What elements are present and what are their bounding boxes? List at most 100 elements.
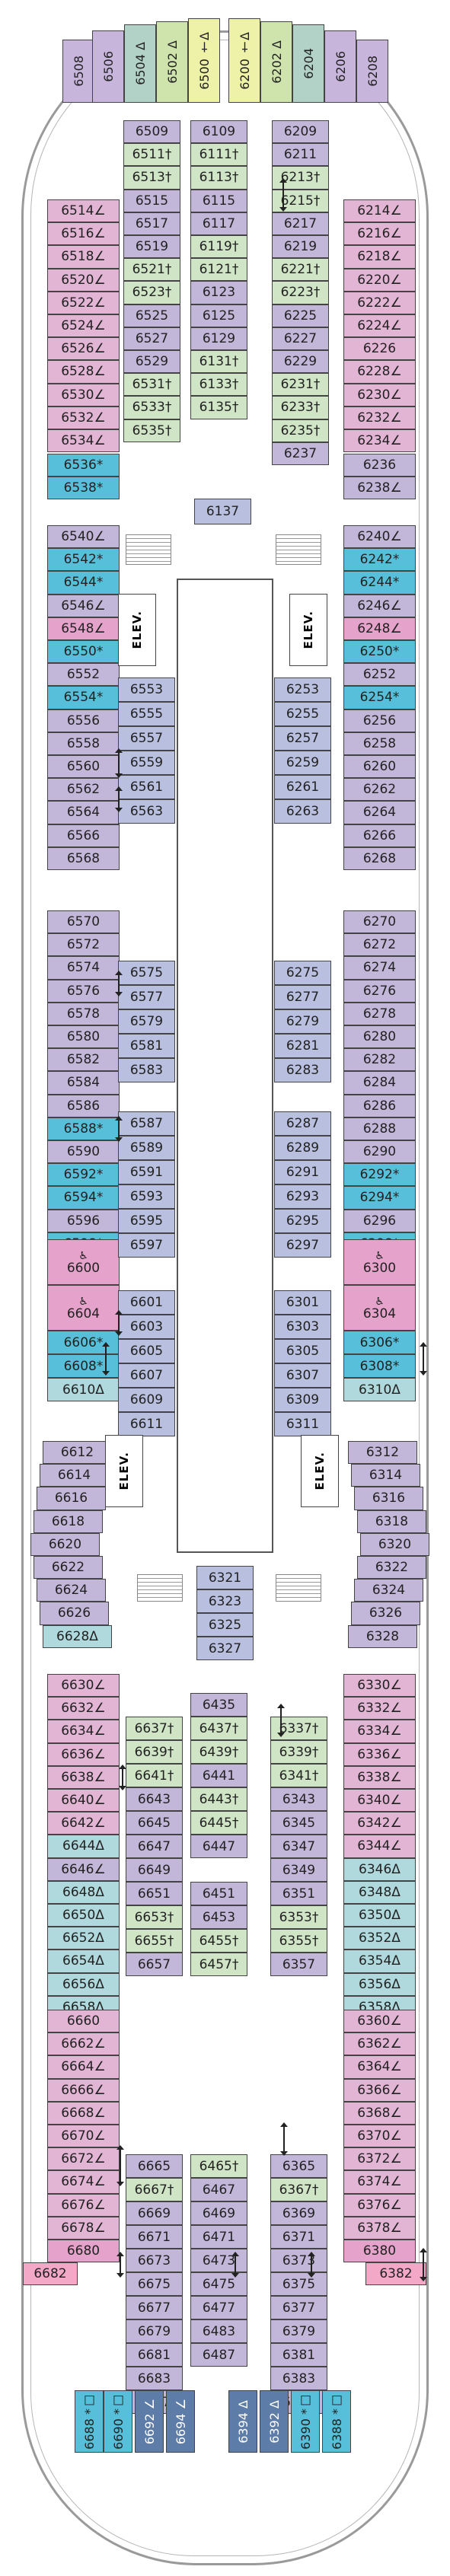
right-outer-cabin-6372[interactable]: 6372∠ (343, 2147, 416, 2171)
left-outer-cabin-6622[interactable]: 6622 (34, 1556, 103, 1580)
left-outer-cabin-6682[interactable]: 6682 (23, 2262, 78, 2286)
right-outer-cabin-6340[interactable]: 6340∠ (343, 1789, 416, 1812)
right-outer-cabin-6316[interactable]: 6316 (354, 1487, 423, 1510)
left-outer-cabin-6634[interactable]: 6634∠ (47, 1720, 120, 1743)
left-outer-cabin-6556[interactable]: 6556 (47, 709, 120, 732)
fwd-c-6237[interactable]: 6237 (272, 442, 329, 465)
aft-c-6345[interactable]: 6345 (270, 1811, 327, 1835)
right-outer-cabin-6284[interactable]: 6284 (343, 1071, 416, 1095)
center-cabin-6137[interactable]: 6137 (194, 499, 251, 524)
right-outer-cabin-6354[interactable]: 6354Δ (343, 1950, 416, 1973)
left-outer-cabin-6538[interactable]: 6538* (47, 477, 120, 500)
left-outer-cabin-6532[interactable]: 6532∠ (47, 406, 120, 429)
bow-cabin-6504[interactable]: 6504 Δ (124, 24, 156, 103)
inner-cabin-6601[interactable]: 6601 (118, 1290, 175, 1315)
aft-c-6353[interactable]: 6353† (270, 1905, 327, 1929)
fwd-c-6233[interactable]: 6233† (272, 396, 329, 419)
right-outer-cabin-6320[interactable]: 6320 (360, 1532, 429, 1556)
aft-low-a-6677[interactable]: 6677 (126, 2296, 183, 2319)
aft-low-b-6483[interactable]: 6483 (190, 2319, 247, 2343)
right-outer-cabin-6312[interactable]: 6312 (348, 1441, 417, 1465)
aft-a-6645[interactable]: 6645 (126, 1811, 183, 1835)
fwd-b-6131[interactable]: 6131† (190, 350, 247, 374)
left-outer-cabin-6590[interactable]: 6590 (47, 1140, 120, 1164)
stern-cabin-6390[interactable]: 6390 *□ (291, 2390, 320, 2453)
elevator-forward-left[interactable]: ELEV. (118, 594, 156, 666)
inner-cabin-6595[interactable]: 6595 (118, 1209, 175, 1233)
fwd-b-6119[interactable]: 6119† (190, 235, 247, 259)
right-outer-cabin-6288[interactable]: 6288 (343, 1117, 416, 1140)
left-outer-cabin-6542[interactable]: 6542* (47, 548, 120, 572)
fwd-a-6511[interactable]: 6511† (123, 143, 180, 167)
left-outer-cabin-6552[interactable]: 6552 (47, 663, 120, 687)
aft-c-6347[interactable]: 6347 (270, 1835, 327, 1858)
left-outer-cabin-6652[interactable]: 6652Δ (47, 1927, 120, 1950)
inner-cabin-6575[interactable]: 6575 (118, 961, 175, 985)
inner-cabin-6255[interactable]: 6255 (274, 702, 331, 726)
right-outer-cabin-6250[interactable]: 6250* (343, 640, 416, 664)
right-outer-cabin-6362[interactable]: 6362∠ (343, 2032, 416, 2056)
right-outer-cabin-6300[interactable]: ♿6300 (343, 1239, 416, 1285)
right-outer-cabin-6260[interactable]: 6260 (343, 755, 416, 779)
left-outer-cabin-6620[interactable]: 6620 (30, 1532, 100, 1556)
left-outer-cabin-6560[interactable]: 6560 (47, 755, 120, 779)
aft-low-c-6373[interactable]: 6373 (270, 2249, 327, 2272)
fwd-a-6535[interactable]: 6535† (123, 419, 180, 442)
left-outer-cabin-6592[interactable]: 6592* (47, 1163, 120, 1187)
bow-cabin-6502[interactable]: 6502 Δ (156, 21, 188, 103)
aft-b-6439[interactable]: 6439† (190, 1740, 247, 1764)
inner-cabin-6253[interactable]: 6253 (274, 677, 331, 702)
right-outer-cabin-6256[interactable]: 6256 (343, 709, 416, 732)
right-outer-cabin-6218[interactable]: 6218∠ (343, 245, 416, 269)
right-outer-cabin-6266[interactable]: 6266 (343, 824, 416, 847)
aft-low-c-6365[interactable]: 6365 (270, 2154, 327, 2178)
left-outer-cabin-6648[interactable]: 6648Δ (47, 1880, 120, 1904)
left-outer-cabin-6540[interactable]: 6540∠ (47, 525, 120, 549)
right-outer-cabin-6270[interactable]: 6270 (343, 910, 416, 934)
elevator-forward-right[interactable]: ELEV. (289, 594, 327, 666)
aft-low-a-6669[interactable]: 6669 (126, 2201, 183, 2225)
stern-cabin-6388[interactable]: 6388 *□ (322, 2390, 351, 2453)
left-outer-cabin-6650[interactable]: 6650Δ (47, 1904, 120, 1927)
left-outer-cabin-6644[interactable]: 6644Δ (47, 1835, 120, 1858)
right-outer-cabin-6268[interactable]: 6268 (343, 846, 416, 870)
aft-c-6357[interactable]: 6357 (270, 1953, 327, 1976)
right-outer-cabin-6292[interactable]: 6292* (343, 1163, 416, 1187)
left-outer-cabin-6666[interactable]: 6666∠ (47, 2078, 120, 2102)
fwd-c-6217[interactable]: 6217 (272, 212, 329, 235)
fwd-b-6123[interactable]: 6123 (190, 281, 247, 304)
fwd-c-6213[interactable]: 6213† (272, 166, 329, 190)
right-outer-cabin-6342[interactable]: 6342∠ (343, 1812, 416, 1835)
left-outer-cabin-6612[interactable]: 6612 (43, 1441, 112, 1465)
right-outer-cabin-6366[interactable]: 6366∠ (343, 2078, 416, 2102)
left-outer-cabin-6588[interactable]: 6588* (47, 1117, 120, 1140)
aft-low-c-6375[interactable]: 6375 (270, 2272, 327, 2296)
aft-low-c-6379[interactable]: 6379 (270, 2319, 327, 2343)
fwd-a-6523[interactable]: 6523† (123, 281, 180, 304)
aft-b-6447[interactable]: 6447 (190, 1835, 247, 1858)
aft-low-c-6377[interactable]: 6377 (270, 2296, 327, 2319)
stern-cabin-6690[interactable]: 6690 *□ (104, 2390, 132, 2453)
aft-low-c-6369[interactable]: 6369 (270, 2201, 327, 2225)
left-outer-cabin-6526[interactable]: 6526∠ (47, 337, 120, 361)
fwd-b-6117[interactable]: 6117 (190, 212, 247, 235)
stern-cabin-6692[interactable]: 6692 ∠ (135, 2390, 164, 2453)
inner-cabin-6581[interactable]: 6581 (118, 1034, 175, 1058)
left-outer-cabin-6574[interactable]: 6574 (47, 956, 120, 980)
fwd-c-6211[interactable]: 6211 (272, 143, 329, 167)
right-outer-cabin-6364[interactable]: 6364∠ (343, 2055, 416, 2079)
aft-low-b-6475[interactable]: 6475 (190, 2272, 247, 2296)
right-outer-cabin-6380[interactable]: 6380 (343, 2240, 416, 2263)
aft-low-c-6383[interactable]: 6383 (270, 2367, 327, 2390)
stern-cabin-6694[interactable]: 6694 ∠ (166, 2390, 195, 2453)
inner-cabin-6591[interactable]: 6591 (118, 1160, 175, 1184)
right-outer-cabin-6336[interactable]: 6336∠ (343, 1742, 416, 1766)
left-outer-cabin-6630[interactable]: 6630∠ (47, 1674, 120, 1698)
right-outer-cabin-6248[interactable]: 6248∠ (343, 617, 416, 640)
bow-cabin-6208[interactable]: 6208 (356, 40, 388, 103)
fwd-a-6517[interactable]: 6517 (123, 212, 180, 235)
aft-a-6653[interactable]: 6653† (126, 1905, 183, 1929)
inner-cabin-6607[interactable]: 6607 (118, 1363, 175, 1388)
right-outer-cabin-6232[interactable]: 6232∠ (343, 406, 416, 429)
aft-low-a-6675[interactable]: 6675 (126, 2272, 183, 2296)
